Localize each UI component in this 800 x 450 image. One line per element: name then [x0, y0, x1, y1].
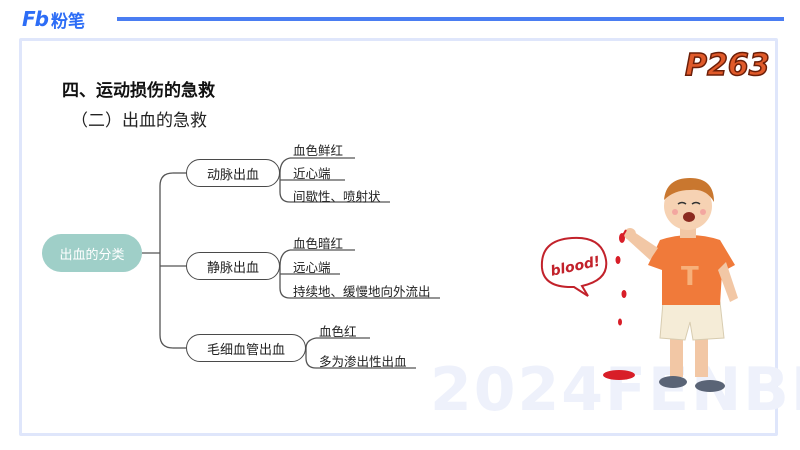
brand-logo: Fb 粉笔 [22, 6, 85, 32]
left-leg [670, 335, 683, 377]
leaf-arterial-color: 血色鲜红 [293, 143, 344, 158]
slide-frame [19, 38, 778, 436]
injured-boy-illustration: blood! T [540, 178, 738, 392]
branch-venous-bleeding: 静脉出血 [186, 252, 280, 280]
hair [664, 178, 714, 202]
connector-b2-trunk [279, 249, 291, 299]
section-subtitle: （二）出血的急救 [71, 111, 207, 131]
left-cheek [672, 209, 678, 215]
brand-mark: Fb [22, 7, 49, 31]
closed-eyes [677, 201, 701, 205]
connector-b1-trunk [279, 157, 291, 203]
raised-arm [628, 232, 658, 260]
blood-drops [603, 233, 635, 380]
page-number: P263 [684, 47, 770, 84]
connector-b3-trunk [305, 337, 317, 369]
shirt-letter: T [681, 262, 699, 292]
left-shoe [659, 376, 687, 388]
head [664, 182, 712, 230]
right-shoe [695, 380, 725, 392]
wound [621, 229, 627, 238]
top-bar: Fb 粉笔 [0, 0, 800, 40]
mindmap-root: 出血的分类 [42, 234, 142, 272]
crying-mouth [683, 212, 695, 222]
hand [624, 228, 636, 240]
header-divider [117, 17, 784, 21]
right-leg [695, 335, 708, 377]
section-title: 四、运动损伤的急救 [62, 81, 215, 101]
right-arm [718, 262, 738, 302]
shorts [659, 301, 725, 341]
leaf-venous-color: 血色暗红 [293, 236, 344, 251]
connector-trunk [159, 172, 174, 349]
leaf-arterial-direction: 近心端 [293, 166, 331, 181]
watermark: 2024FENBI [430, 355, 800, 425]
branch-arterial-bleeding: 动脉出血 [186, 159, 280, 187]
leaf-venous-direction: 远心端 [293, 260, 331, 275]
right-cheek [700, 209, 706, 215]
branch-capillary-bleeding: 毛细血管出血 [186, 334, 306, 362]
blood-speech-bubble: blood! [540, 236, 608, 297]
leaf-venous-pattern: 持续地、缓慢地向外流出 [293, 284, 431, 299]
brand-name: 粉笔 [50, 11, 85, 32]
leaf-arterial-pattern: 间歇性、喷射状 [293, 189, 381, 204]
leaf-capillary-color: 血色红 [319, 324, 357, 339]
shirt [648, 235, 735, 305]
leaf-capillary-pattern: 多为渗出性出血 [319, 354, 407, 369]
